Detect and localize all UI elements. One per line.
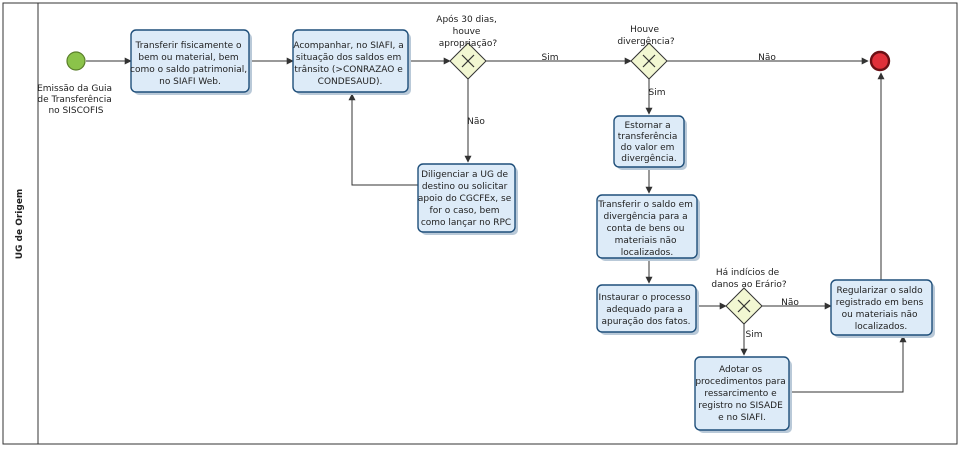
flow-label-g1-yes: Sim [542, 53, 559, 63]
flow-label-g2-yes: Sim [649, 88, 666, 98]
pool-border [2, 2, 958, 445]
task-t5-text: Transferir o saldo em divergência para a… [597, 200, 696, 258]
task-t6: Instaurar o processo adequado para a apu… [596, 284, 699, 335]
task-t3: Diligenciar a UG de destino ou solicitar… [417, 163, 518, 235]
flow-label-g3-no: Não [781, 298, 799, 308]
gateway-g2-label: Houve divergência? [617, 25, 675, 47]
task-t4: Estornar a transferência do valor em div… [613, 115, 687, 170]
end-event-circle [869, 50, 891, 72]
task-t2-text: Acompanhar, no SIAFI, a situação dos sal… [293, 41, 406, 87]
gateway-x-icon [737, 299, 751, 313]
task-t1: Transferir fisicamente o bem ou material… [130, 29, 252, 95]
start-event-circle [66, 51, 86, 71]
flow-label-g3-yes: Sim [746, 330, 763, 340]
task-box [292, 29, 409, 93]
task-t8-text: Regularizar o saldo registrado em bens o… [836, 286, 926, 332]
task-t3-text: Diligenciar a UG de destino ou solicitar… [418, 170, 514, 228]
task-t7: Adotar os procedimentos para ressarcimen… [694, 356, 792, 433]
gateway-g1: Após 30 dias, houve apropriação? [436, 14, 499, 80]
gateway-g3: Há indícios de danos ao Erário? [711, 268, 787, 325]
flow-t7-t8 [792, 335, 907, 393]
start-label-line: de Transferência [37, 94, 111, 105]
task-t8: Regularizar o saldo registrado em bens o… [830, 279, 935, 338]
gateway-g3-label: Há indícios de danos ao Erário? [711, 268, 786, 290]
task-box [596, 194, 698, 259]
sequence-flows [86, 57, 907, 393]
task-t7-text: Adotar os procedimentos para ressarcimen… [695, 365, 788, 423]
flow-label-g2-no: Não [758, 53, 776, 63]
task-t2: Acompanhar, no SIAFI, a situação dos sal… [292, 29, 411, 95]
task-t6-text: Instaurar o processo adequado para a apu… [599, 293, 694, 327]
task-box [613, 115, 685, 168]
lane-label: UG de Origem [15, 189, 25, 260]
gateway-g2: Houve divergência? [617, 25, 675, 80]
gateway-g1-label: Após 30 dias, houve apropriação? [436, 14, 499, 49]
task-box [417, 163, 516, 233]
task-box [130, 29, 250, 93]
task-t1-text: Transferir fisicamente o bem ou material… [130, 41, 250, 87]
task-t4-text: Estornar a transferência do valor em div… [618, 121, 680, 164]
flow-label-g1-no: Não [467, 117, 485, 127]
gateway-x-icon [461, 54, 475, 68]
task-box [830, 279, 933, 336]
start-event-label: Emissão da Guia de Transferência no SISC… [37, 84, 115, 116]
flow-t3-t2 [348, 93, 418, 186]
start-label-line: Emissão da Guia [37, 84, 112, 94]
task-t5: Transferir o saldo em divergência para a… [596, 194, 700, 261]
gateway-x-icon [642, 54, 656, 68]
task-box [596, 284, 697, 333]
task-box [694, 356, 790, 431]
start-label-line: no SISCOFIS [48, 106, 103, 116]
